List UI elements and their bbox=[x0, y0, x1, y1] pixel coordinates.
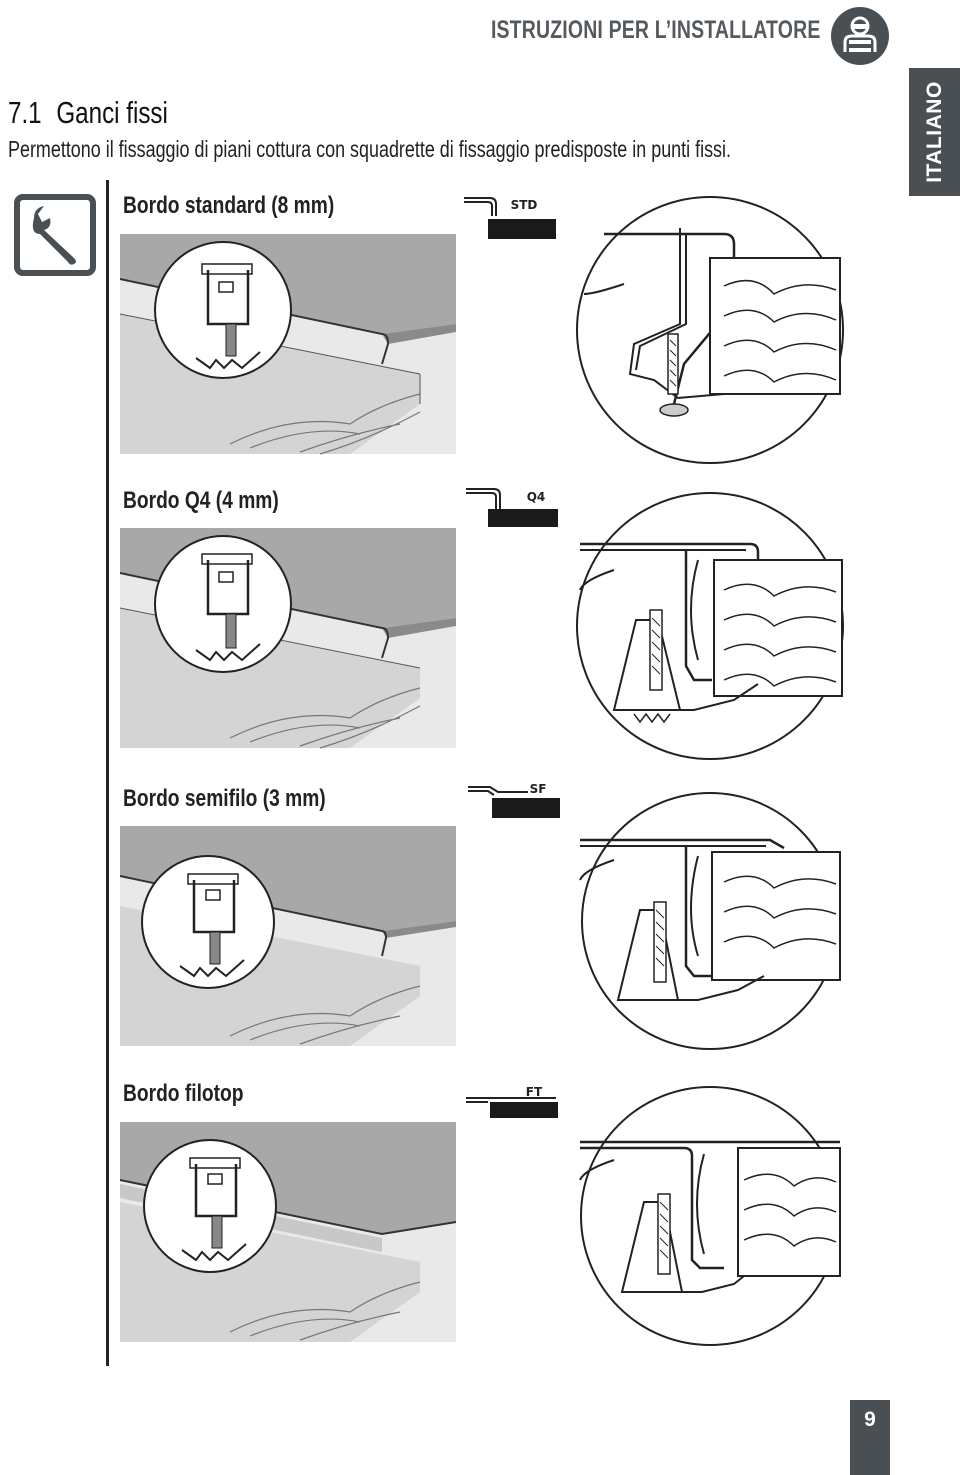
edge-badge-ft: FT bbox=[466, 1085, 558, 1118]
row-title-semifilo: Bordo semifilo (3 mm) bbox=[123, 785, 326, 812]
detail-section-semifilo bbox=[579, 792, 841, 1050]
detail-section-q4 bbox=[576, 492, 844, 760]
page-number: 9 bbox=[850, 1400, 890, 1475]
edge-badge-sf: SF bbox=[468, 782, 560, 818]
iso-illustration-filotop bbox=[120, 1122, 457, 1342]
section-number: 7.1 bbox=[8, 95, 42, 130]
wrench-icon bbox=[14, 194, 96, 276]
header-title: ISTRUZIONI PER L’INSTALLATORE bbox=[490, 16, 820, 44]
row-title-filotop: Bordo filotop bbox=[123, 1080, 244, 1107]
row-title-q4: Bordo Q4 (4 mm) bbox=[123, 487, 279, 514]
svg-text:FT: FT bbox=[526, 1085, 543, 1099]
svg-text:Q4: Q4 bbox=[527, 490, 546, 504]
iso-illustration-semifilo bbox=[120, 826, 456, 1046]
row-title-standard: Bordo standard (8 mm) bbox=[123, 192, 335, 219]
section-heading: 7.1 Ganci fissi bbox=[8, 95, 213, 131]
section-title: Ganci fissi bbox=[56, 95, 168, 130]
language-tab: ITALIANO bbox=[909, 68, 960, 196]
detail-section-filotop bbox=[579, 1086, 841, 1346]
vertical-divider bbox=[106, 180, 109, 1366]
iso-illustration-standard bbox=[120, 234, 456, 455]
installer-person-icon bbox=[831, 7, 889, 65]
edge-badge-q4: Q4 bbox=[466, 488, 558, 527]
edge-badge-std: STD bbox=[464, 197, 556, 239]
detail-section-standard bbox=[576, 196, 844, 464]
svg-text:SF: SF bbox=[530, 782, 547, 796]
svg-text:STD: STD bbox=[511, 198, 538, 212]
section-description: Permettono il fissaggio di piani cottura… bbox=[8, 136, 731, 162]
iso-illustration-q4 bbox=[120, 528, 456, 749]
